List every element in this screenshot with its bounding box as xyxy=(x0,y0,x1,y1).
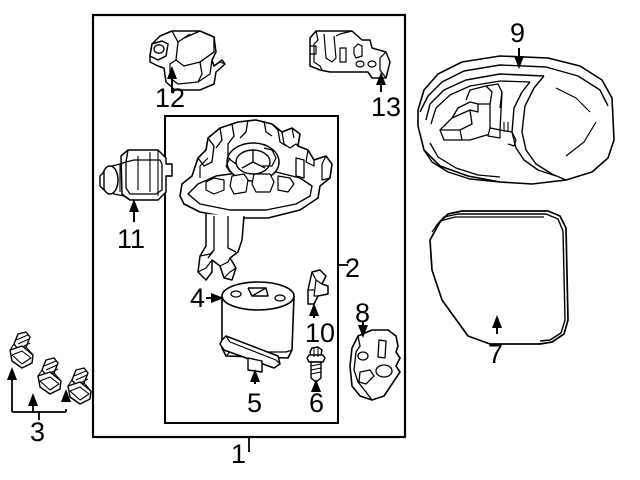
arrow-8 xyxy=(358,322,368,338)
arrow-7 xyxy=(492,315,502,334)
part-13-mirror-mounting-bracket xyxy=(309,30,391,79)
callout-3: 3 xyxy=(30,417,46,447)
bolt-a xyxy=(9,331,34,369)
part-12-turn-signal-lamp xyxy=(149,30,226,91)
callout-12: 12 xyxy=(155,83,186,113)
group-box-inner xyxy=(164,115,339,424)
callout-7: 7 xyxy=(488,339,504,369)
arrow-13 xyxy=(376,72,386,92)
arrow-11 xyxy=(129,199,139,222)
bolt-c xyxy=(67,367,92,405)
part-11-side-view-camera xyxy=(99,149,173,201)
part-10-mirror-retaining-clip xyxy=(307,269,329,305)
part-2-mirror-actuator-assembly xyxy=(179,119,333,281)
callout-13: 13 xyxy=(371,92,402,122)
arrow-9 xyxy=(514,48,524,69)
callout-4: 4 xyxy=(190,283,206,313)
arrow-4 xyxy=(206,293,224,303)
callout-8: 8 xyxy=(355,298,371,328)
callout-11: 11 xyxy=(117,224,146,254)
part-8-mirror-backing-plate xyxy=(349,329,401,401)
arrow-12 xyxy=(167,66,177,93)
callout-9: 9 xyxy=(510,18,526,48)
arrow-6 xyxy=(311,379,321,392)
part-5-mirror-base-gasket xyxy=(219,335,281,373)
bolt-b xyxy=(37,357,62,395)
arrow-3-bracket xyxy=(7,367,71,420)
part-9-mirror-cover-housing xyxy=(417,55,615,185)
part-3-mounting-bolts xyxy=(9,331,92,405)
callout-10: 10 xyxy=(305,318,336,348)
callout-6: 6 xyxy=(309,388,325,418)
callout-1: 1 xyxy=(231,439,247,469)
callout-2: 2 xyxy=(345,253,361,283)
part-7-mirror-glass xyxy=(429,210,569,345)
part-6-mirror-screw xyxy=(306,346,326,383)
callout-5: 5 xyxy=(247,388,263,418)
arrow-5 xyxy=(250,369,260,384)
arrow-10 xyxy=(309,303,319,318)
